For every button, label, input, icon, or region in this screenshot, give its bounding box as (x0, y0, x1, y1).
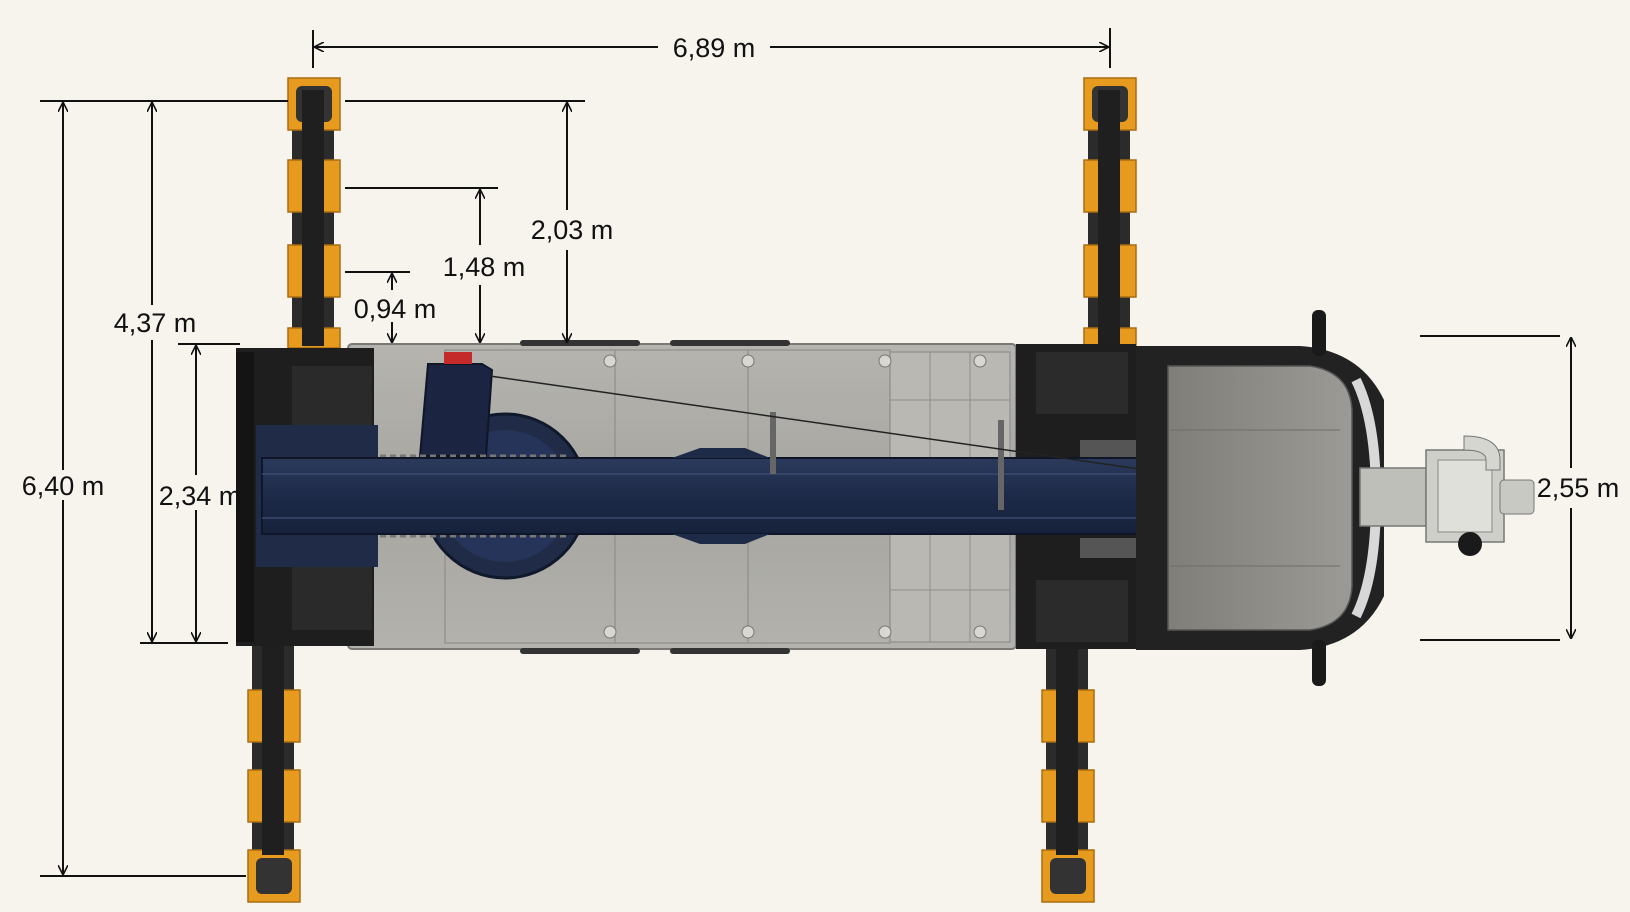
dim-label-2-55: 2,55 m (1537, 473, 1620, 503)
dim-label-0-94: 0,94 m (354, 294, 437, 324)
operator-cabin (418, 352, 494, 457)
dim-label-6-40: 6,40 m (22, 471, 105, 501)
outrigger-right-top (1083, 77, 1137, 349)
dim-label-2-34: 2,34 m (159, 481, 242, 511)
dim-label-6-89: 6,89 m (673, 33, 756, 63)
outrigger-right-bottom (1041, 611, 1095, 903)
dimension-lines (40, 28, 1571, 877)
outrigger-left-top (287, 77, 341, 349)
driver-cab (1136, 310, 1384, 686)
dim-label-1-48: 1,48 m (443, 252, 526, 282)
hook-block (1359, 435, 1535, 556)
outrigger-left-bottom (247, 611, 301, 903)
dim-label-4-37: 4,37 m (114, 308, 197, 338)
dim-label-2-03: 2,03 m (531, 215, 614, 245)
